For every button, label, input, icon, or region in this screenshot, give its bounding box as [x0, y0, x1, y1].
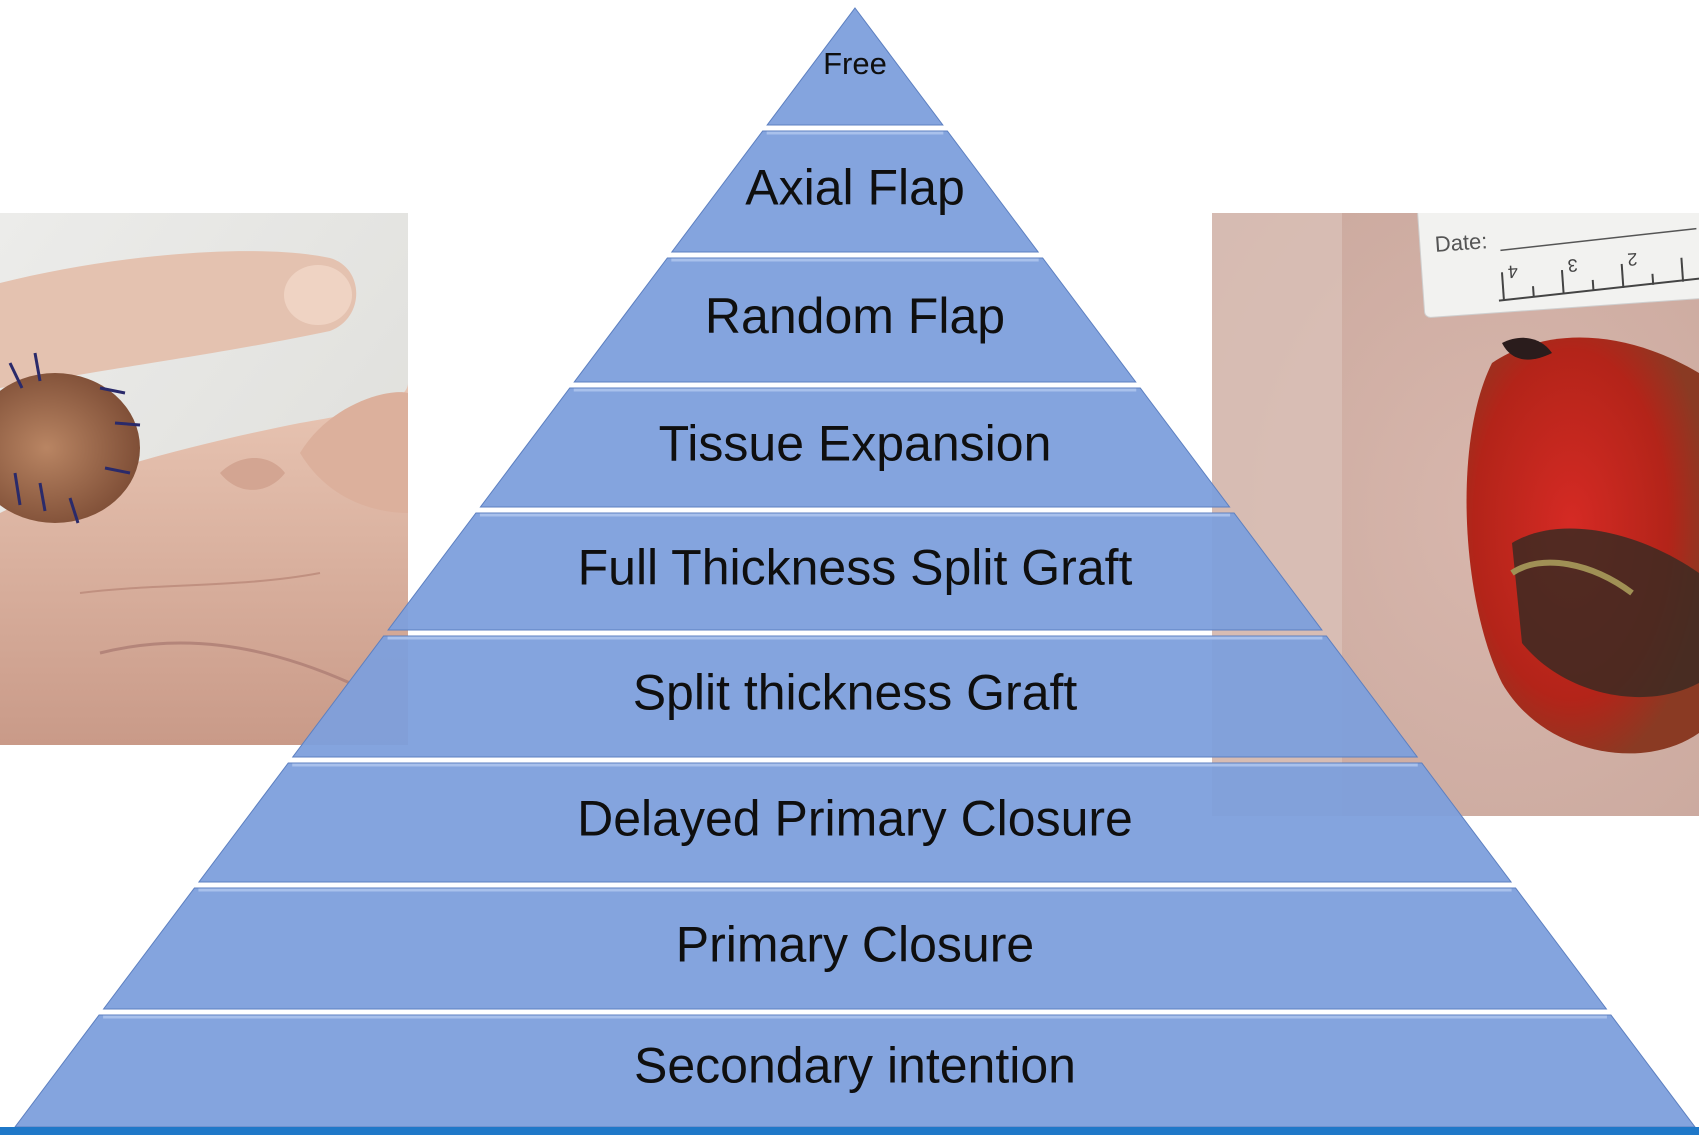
tier-label-secondary-intention: Secondary intention — [634, 1038, 1076, 1094]
tier-label-split-thickness-graft: Split thickness Graft — [633, 665, 1078, 721]
tier-label-full-thickness-graft: Full Thickness Split Graft — [578, 540, 1133, 596]
tier-label-random-flap: Random Flap — [705, 288, 1005, 344]
tier-label-delayed-primary-closure: Delayed Primary Closure — [577, 791, 1133, 847]
tier-label-axial-flap: Axial Flap — [745, 160, 965, 216]
tier-label-tissue-expansion: Tissue Expansion — [659, 416, 1052, 472]
tier-label-primary-closure: Primary Closure — [676, 917, 1034, 973]
bottom-rule — [0, 1127, 1699, 1135]
tier-label-free: Free — [823, 46, 887, 81]
